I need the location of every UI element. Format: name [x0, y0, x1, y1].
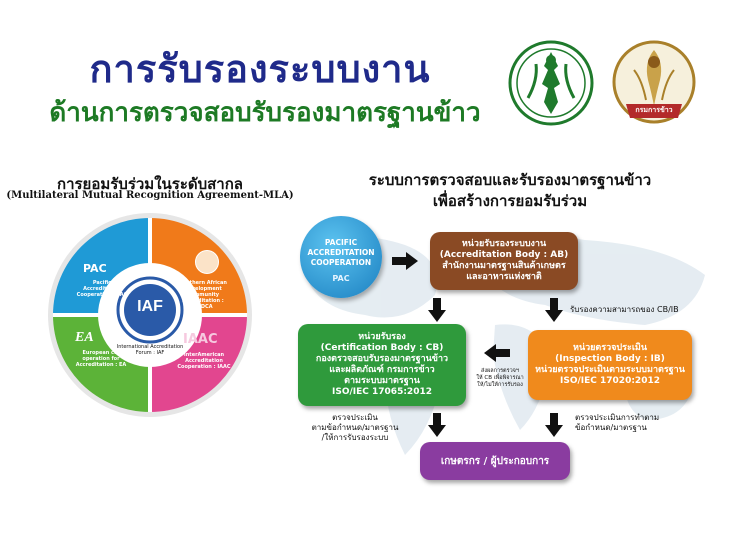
iaf-caption: International Accreditation Forum : IAF — [116, 344, 184, 356]
government-seal-logo — [508, 40, 594, 126]
ab-line4: และอาหารแห่งชาติ — [466, 272, 542, 282]
left-panel-subtitle: (Multilateral Mutual Recognition Agreeme… — [6, 190, 294, 201]
pac-line3: COOPERATION — [310, 258, 372, 267]
ib-bottom-note: ตรวจประเมินการทำตาม ข้อกำหนด/มาตรฐาน — [575, 413, 695, 433]
seal-text: กรมการข้าว — [635, 106, 673, 114]
cb-bottom-note-line3: /ให้การรับรองระบบ — [321, 433, 389, 442]
pac-line2: ACCREDITATION — [307, 248, 375, 257]
ib-line4: ISO/IEC 17020:2012 — [560, 376, 660, 386]
ab-line1: หน่วยรับรองระบบงาน — [461, 239, 547, 249]
ib-line1: หน่วยตรวจประเมิน — [573, 343, 647, 353]
accreditation-ring-diagram: IAF International Accreditation Forum : … — [45, 210, 255, 420]
arrow-down-icon — [545, 298, 563, 322]
ib-to-cb-note-line2: ให้ CB เพื่อพิจารณา — [476, 375, 524, 381]
cb-bottom-note-line2: ตามข้อกำหนด/มาตรฐาน — [311, 423, 399, 432]
right-panel-title-line2: เพื่อสร้างการยอมรับร่วม — [432, 192, 588, 210]
right-panel-title: ระบบการตรวจสอบและรับรองมาตรฐานข้าว เพื่อ… — [320, 170, 700, 212]
ab-note: รับรองความสามารถของ CB/IB — [570, 305, 679, 314]
inspection-body-box: หน่วยตรวจประเมิน (Inspection Body : IB) … — [528, 330, 692, 400]
cb-line5: ตามระบบมาตรฐาน — [344, 376, 420, 386]
ib-bottom-note-line2: ข้อกำหนด/มาตรฐาน — [575, 423, 647, 432]
ab-line2: (Accreditation Body : AB) — [439, 250, 569, 260]
pac-circle: PACIFIC ACCREDITATION COOPERATION PAC — [300, 216, 382, 298]
cb-line1: หน่วยรับรอง — [358, 332, 406, 342]
arrow-down-icon — [545, 413, 563, 437]
pac-segment-abbr: PAC — [83, 262, 107, 275]
ea-segment-label: European co-operation for Accreditation … — [75, 350, 127, 368]
farmer-operator-box: เกษตรกร / ผู้ประกอบการ — [420, 442, 570, 480]
ib-to-cb-note: ส่งผลการตรวจฯ ให้ CB เพื่อพิจารณา ให้/ไม… — [470, 368, 530, 389]
ib-to-cb-note-line3: ให้/ไม่ให้การรับรอง — [477, 382, 523, 388]
farmer-label: เกษตรกร / ผู้ประกอบการ — [440, 455, 550, 467]
sadca-segment-label: Southern African Development Community A… — [179, 280, 227, 310]
arrow-left-icon — [484, 344, 510, 362]
cb-bottom-note: ตรวจประเมิน ตามข้อกำหนด/มาตรฐาน /ให้การร… — [300, 413, 410, 443]
page-subtitle: ด้านการตรวจสอบรับรองมาตรฐานข้าว — [49, 98, 481, 128]
cb-line4: และผลิตภัณฑ์ กรมการข้าว — [329, 365, 435, 375]
arrow-right-icon — [392, 252, 418, 270]
rice-department-seal-logo: กรมการข้าว — [612, 40, 696, 124]
arrow-down-icon — [428, 413, 446, 437]
ib-bottom-note-line1: ตรวจประเมินการทำตาม — [575, 413, 660, 422]
cb-line6: ISO/IEC 17065:2012 — [332, 387, 432, 397]
iaac-segment-abbr: IAAC — [183, 332, 218, 347]
page-title: การรับรองระบบงาน — [89, 46, 431, 91]
ib-line3: หน่วยตรวจประเมินตามระบบมาตรฐาน — [535, 365, 685, 375]
pac-abbr: PAC — [332, 274, 350, 283]
accreditation-body-box: หน่วยรับรองระบบงาน (Accreditation Body :… — [430, 232, 578, 290]
cb-line3: กองตรวจสอบรับรองมาตรฐานข้าว — [315, 354, 449, 364]
ib-to-cb-note-line1: ส่งผลการตรวจฯ — [481, 368, 519, 374]
pac-line1: PACIFIC — [324, 238, 358, 247]
arrow-down-icon — [428, 298, 446, 322]
right-panel-title-line1: ระบบการตรวจสอบและรับรองมาตรฐานข้าว — [368, 171, 652, 189]
pac-segment-label: Pacific Accreditation Cooperation : PAC — [76, 280, 128, 298]
ib-line2: (Inspection Body : IB) — [555, 354, 665, 364]
cb-bottom-note-line1: ตรวจประเมิน — [332, 413, 378, 422]
sadca-emblem-icon — [195, 250, 219, 274]
ab-line3: สำนักงานมาตรฐานสินค้าเกษตร — [442, 261, 566, 271]
certification-body-box: หน่วยรับรอง (Certification Body : CB) กอ… — [298, 324, 466, 406]
ea-segment-abbr: EA — [75, 330, 94, 345]
iaac-segment-label: InterAmerican Accreditation Cooperation … — [177, 352, 231, 370]
left-panel-title: การยอมรับร่วมในระดับสากล — [57, 175, 243, 193]
iaf-logo: IAF — [137, 298, 163, 315]
cb-line2: (Certification Body : CB) — [320, 343, 444, 353]
